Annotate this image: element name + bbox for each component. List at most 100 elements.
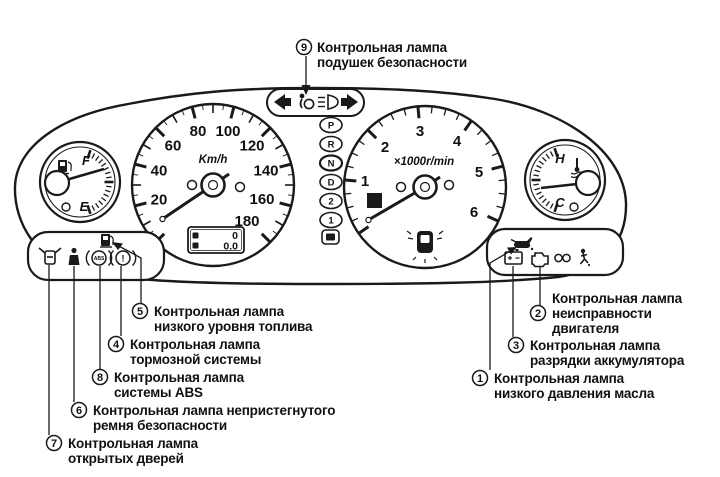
coolant-temp-icon <box>570 158 584 179</box>
speedometer-hub-center <box>207 179 219 191</box>
tick <box>241 110 245 116</box>
tick <box>443 109 447 116</box>
odometer-total: 0 <box>232 230 238 242</box>
tick <box>282 153 288 157</box>
tick <box>491 152 498 157</box>
tick <box>258 121 263 126</box>
temp-needle <box>540 182 578 190</box>
leader-lines <box>48 56 541 435</box>
tick <box>536 191 542 196</box>
left-warning-pod: ABS ! <box>26 230 166 282</box>
tick <box>133 174 139 176</box>
tick <box>133 194 139 196</box>
callout-1-oil-pressure-lamp: 1 Контрольная лампа низкого давления мас… <box>471 369 655 401</box>
tick <box>155 127 166 138</box>
temp-cold-label: C <box>555 195 565 210</box>
tick <box>98 200 104 206</box>
tick <box>541 156 547 162</box>
tick <box>538 160 544 165</box>
callout-number: 7 <box>51 438 57 450</box>
tick <box>222 105 224 111</box>
callout-text: Контрольная лампа <box>68 436 199 451</box>
gear-d: D <box>328 178 335 189</box>
tachometer-unit: ×1000r/min <box>394 156 454 168</box>
speed-label: 100 <box>215 123 240 140</box>
od-off-icon <box>321 229 340 245</box>
fuel-empty-label: E <box>80 199 89 214</box>
speed-label: 140 <box>253 163 278 180</box>
tick <box>172 115 178 124</box>
callout-text: ремня безопасности <box>93 418 227 433</box>
top-indicator-pod <box>266 88 365 117</box>
odometer: 0 0.0 <box>187 226 245 254</box>
tick <box>545 201 550 207</box>
tick <box>430 107 433 114</box>
tick <box>272 135 277 140</box>
dial-screw <box>395 181 407 193</box>
callout-text: низкого давления масла <box>494 386 655 401</box>
tick <box>229 107 236 119</box>
tick <box>103 193 109 198</box>
tick <box>498 192 505 195</box>
fuel-needle <box>65 167 105 182</box>
callout-2-check-engine-lamp: 2 Контрольная лампа неисправности двигат… <box>529 291 683 336</box>
tick <box>135 201 147 208</box>
tick <box>260 127 271 138</box>
tachometer-ticks-major <box>345 107 503 235</box>
callout-text: Контрольная лампа <box>154 304 285 319</box>
tick <box>143 220 152 226</box>
door-open-icon <box>38 247 62 265</box>
rpm-label: 6 <box>470 204 478 221</box>
rpm-label: 2 <box>381 139 389 156</box>
rpm-label: 3 <box>416 123 424 140</box>
tick <box>138 153 144 157</box>
tick <box>91 205 96 211</box>
odometer-trip: 0.0 <box>223 241 238 253</box>
callout-text: тормозной системы <box>130 352 261 367</box>
tick <box>416 107 421 119</box>
tick <box>181 110 185 116</box>
tick <box>359 140 365 146</box>
tick <box>486 214 499 223</box>
tick <box>149 135 154 140</box>
speed-label: 180 <box>234 213 259 230</box>
tick <box>347 165 354 169</box>
callout-number: 5 <box>137 306 143 318</box>
temperature-gauge: H C <box>523 138 607 222</box>
callout-number: 6 <box>76 405 82 417</box>
tick <box>95 155 100 161</box>
callout-number: 1 <box>477 373 483 385</box>
fuel-pump-icon <box>100 234 114 248</box>
callout-text: системы ABS <box>114 385 203 400</box>
tick <box>485 140 491 146</box>
callout-text: Контрольная лампа <box>552 291 683 306</box>
tick <box>345 192 352 195</box>
fuel-ticks-major <box>86 149 114 215</box>
tick <box>463 120 473 132</box>
tick <box>553 202 559 213</box>
turn-left-icon <box>274 94 291 110</box>
tick <box>390 114 395 121</box>
callout-text: Контрольная лампа <box>114 370 245 385</box>
tick <box>91 153 96 159</box>
gear-p: P <box>328 121 335 132</box>
check-engine-icon <box>531 252 549 268</box>
temp-ticks-minor <box>533 149 558 211</box>
svg-text:!: ! <box>122 254 125 264</box>
tick <box>143 144 152 150</box>
gear-indicator-column: P R N D 2 1 <box>318 116 344 245</box>
trip-icon <box>192 242 199 249</box>
tick <box>378 121 384 127</box>
tick <box>549 151 554 157</box>
fuel-full-label: F <box>82 153 91 168</box>
tick <box>534 187 541 191</box>
callout-number: 8 <box>97 372 103 384</box>
tick <box>352 152 359 157</box>
speedometer-hub <box>200 172 226 198</box>
tick <box>98 158 104 164</box>
tick <box>274 220 283 226</box>
oil-pressure-icon <box>510 237 534 251</box>
tick <box>352 217 359 222</box>
seat-belt-icon <box>68 247 80 265</box>
tick <box>274 144 283 150</box>
